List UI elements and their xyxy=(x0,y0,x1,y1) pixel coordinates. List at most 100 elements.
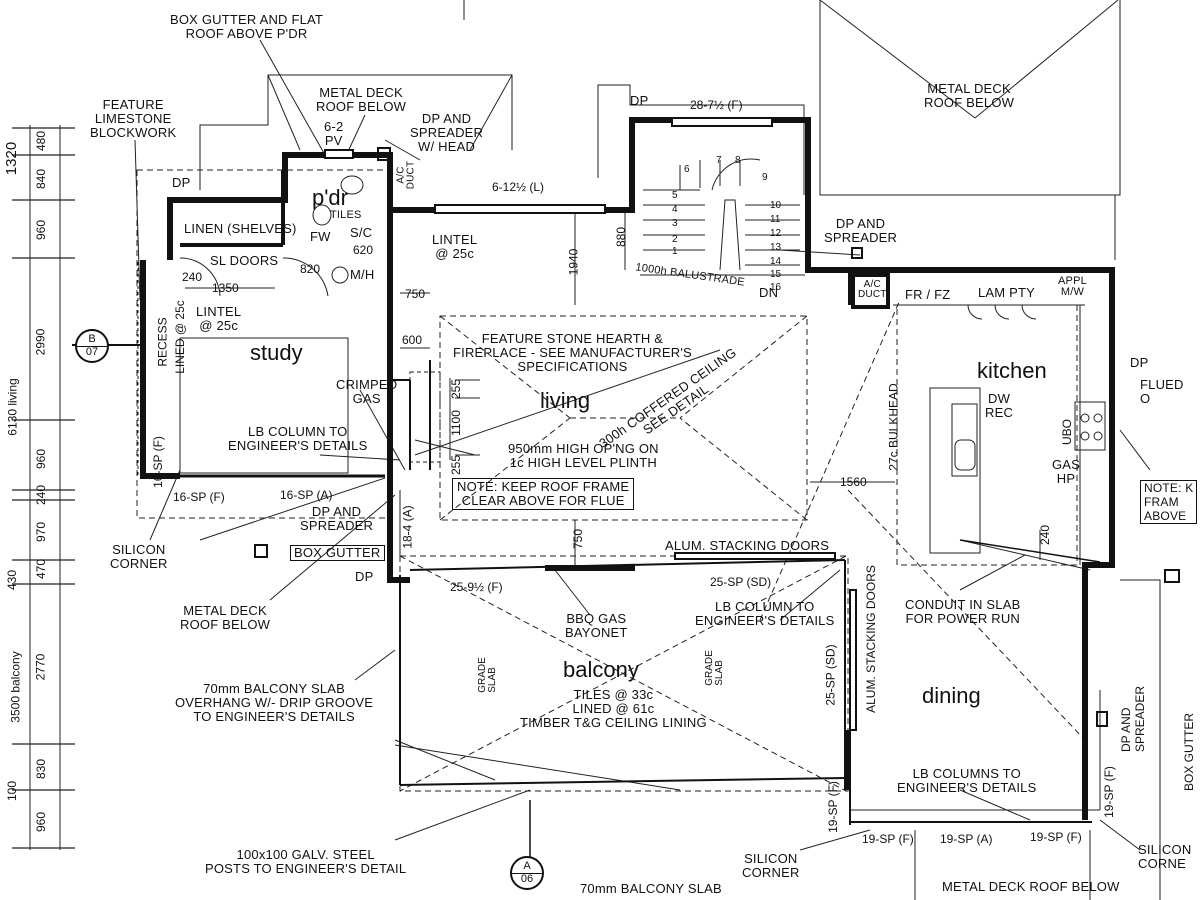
note-lintel-study: LINTEL @ 25c xyxy=(196,304,242,333)
dim-750-a: 750 xyxy=(405,287,426,301)
note-fr-fz: FR / FZ xyxy=(905,287,951,302)
note-crimped-gas: CRIMPED GAS xyxy=(336,377,398,406)
note-metal-deck-top: METAL DECK ROOF BELOW xyxy=(316,85,407,114)
room-kitchen: kitchen xyxy=(977,358,1047,383)
note-gas-hp: GAS HP xyxy=(1052,457,1081,486)
section-marker-a06-letter: A xyxy=(512,861,542,874)
stair-step: 3 xyxy=(672,218,678,229)
note-balcony-slab: 70mm BALCONY SLAB OVERHANG W/- DRIP GROO… xyxy=(175,681,374,724)
room-study: study xyxy=(250,340,303,365)
left-dim-2770: 2770 xyxy=(33,653,48,681)
note-mh: M/H xyxy=(350,267,375,282)
note-dp-spreader-head: DP AND SPREADER W/ HEAD xyxy=(410,111,484,154)
note-box-gutter-right: BOX GUTTER xyxy=(1182,712,1197,792)
dim-25-9: 25-9½ (F) xyxy=(450,580,503,594)
note-opening: 950mm HIGH OP'NG ON 1c HIGH LEVEL PLINTH xyxy=(508,441,659,470)
stair-step: 5 xyxy=(672,190,678,201)
left-dim-470: 470 xyxy=(34,558,49,580)
left-dim-960-b: 960 xyxy=(34,448,49,470)
note-silicon-corner-right: SILICON CORNE xyxy=(1138,842,1192,871)
left-dim-830: 830 xyxy=(34,758,49,780)
stair-step: 7 xyxy=(716,155,722,166)
left-dim-480: 480 xyxy=(34,130,49,152)
dim-620: 620 xyxy=(353,243,374,257)
note-pv: 6-2 PV xyxy=(324,119,344,148)
dim-16-sp-a: 16-SP (A) xyxy=(280,488,333,502)
left-dim-960-a: 960 xyxy=(34,219,49,241)
note-dp-spreader-kitchen: DP AND SPREADER xyxy=(824,216,898,245)
stair-step: 12 xyxy=(770,228,782,239)
note-dn: DN xyxy=(759,285,779,300)
note-metal-deck-bottom: METAL DECK ROOF BELOW xyxy=(942,879,1120,894)
note-sc: S/C xyxy=(350,225,373,240)
stair-step: 10 xyxy=(770,200,782,211)
note-alum-stacking-side: ALUM. STACKING DOORS xyxy=(863,565,878,713)
dim-255-b: 255 xyxy=(449,454,464,476)
note-balcony-finishes: TILES @ 33c LINED @ 61c TIMBER T&G CEILI… xyxy=(520,687,707,730)
note-lb-column-study: LB COLUMN TO ENGINEER'S DETAILS xyxy=(228,424,368,453)
dim-240-b: 240 xyxy=(1038,524,1053,546)
dim-6-12: 6-12½ (L) xyxy=(492,180,545,194)
stair-step: 14 xyxy=(770,256,782,267)
note-bbq: BBQ GAS BAYONET xyxy=(565,611,628,640)
dim-25-sp-sd-top: 25-SP (SD) xyxy=(710,575,772,589)
note-tiles: TILES xyxy=(330,209,362,221)
note-lintel-living: LINTEL @ 25c xyxy=(432,232,478,261)
note-linen: LINEN (SHELVES) xyxy=(184,221,297,236)
left-dim-960-c: 960 xyxy=(34,811,49,833)
dim-19-sp-f-right: 19-SP (F) xyxy=(1101,766,1116,818)
stair-step: 2 xyxy=(672,234,678,245)
dim-255-a: 255 xyxy=(449,378,464,400)
left-dim-430: 430 xyxy=(5,569,20,591)
dim-820: 820 xyxy=(300,262,321,276)
stair-step: 6 xyxy=(684,164,690,175)
note-dp-spreader-study: DP AND SPREADER xyxy=(300,504,374,533)
note-silicon-corner-bottom: SILICON CORNER xyxy=(742,851,800,880)
note-metal-deck-right: METAL DECK ROOF BELOW xyxy=(924,81,1015,110)
note-lb-column-balcony: LB COLUMN TO ENGINEER'S DETAILS xyxy=(695,599,835,628)
note-feature-limestone: FEATURE LIMESTONE BLOCKWORK xyxy=(90,97,177,140)
dim-16-sp-f-a: 16-SP (F) xyxy=(150,436,165,488)
note-balcony-slab-bottom: 70mm BALCONY SLAB xyxy=(580,881,722,896)
stair-step: 15 xyxy=(770,269,782,280)
dim-28-7: 28-7½ (F) xyxy=(690,98,743,112)
dim-25-sp-sd-side: 25-SP (SD) xyxy=(823,644,838,706)
stair-step: 4 xyxy=(672,204,678,215)
dim-600: 600 xyxy=(402,333,423,347)
room-dining: dining xyxy=(922,683,981,708)
stair-step: 13 xyxy=(770,242,782,253)
dim-880: 880 xyxy=(614,226,629,248)
note-ubo: UBO xyxy=(1060,418,1075,446)
note-box-gutter-study: BOX GUTTER xyxy=(290,545,385,561)
dim-19-sp-a: 19-SP (A) xyxy=(940,832,993,846)
stair-step: 1 xyxy=(672,246,678,257)
dim-750-b: 750 xyxy=(571,528,586,550)
stair-step: 16 xyxy=(770,282,782,293)
note-recess: RECESS xyxy=(155,317,170,367)
dp-label-left-top: DP xyxy=(172,175,191,190)
section-marker-b07-sheet: 07 xyxy=(85,346,99,358)
room-pdr: p'dr xyxy=(312,185,348,210)
note-sl-doors: SL DOORS xyxy=(210,253,279,268)
note-conduit: CONDUIT IN SLAB FOR POWER RUN xyxy=(905,597,1021,626)
note-dp-spreader-dining: DP AND SPREADER xyxy=(1119,685,1148,753)
dim-1100: 1100 xyxy=(448,410,463,436)
left-dim-100: 100 xyxy=(5,780,20,802)
note-lam-pty: LAM PTY xyxy=(978,285,1036,300)
dim-19-sp-f-a: 19-SP (F) xyxy=(862,832,914,846)
note-frame-right: NOTE: K FRAM ABOVE xyxy=(1140,480,1198,524)
note-fw: FW xyxy=(310,229,331,244)
note-box-gutter-flat: BOX GUTTER AND FLAT ROOF ABOVE P'DR xyxy=(170,12,324,41)
stair-step: 11 xyxy=(770,214,781,225)
dim-18-4: 18-4 (A) xyxy=(400,505,415,549)
note-bulkhead: 27c BULKHEAD xyxy=(886,383,901,471)
left-dim-970: 970 xyxy=(34,521,49,543)
section-marker-b07: B 07 xyxy=(75,329,109,363)
note-flued: FLUED O xyxy=(1140,377,1184,406)
left-dim-living: 6130 living xyxy=(5,378,20,436)
dim-1350: 1350 xyxy=(212,281,239,295)
note-ac-duct-pdr: A/C DUCT xyxy=(395,160,417,190)
left-dim-balcony: 3500 balcony xyxy=(8,651,23,723)
note-appl-mw: APPL M/W xyxy=(1058,275,1087,298)
